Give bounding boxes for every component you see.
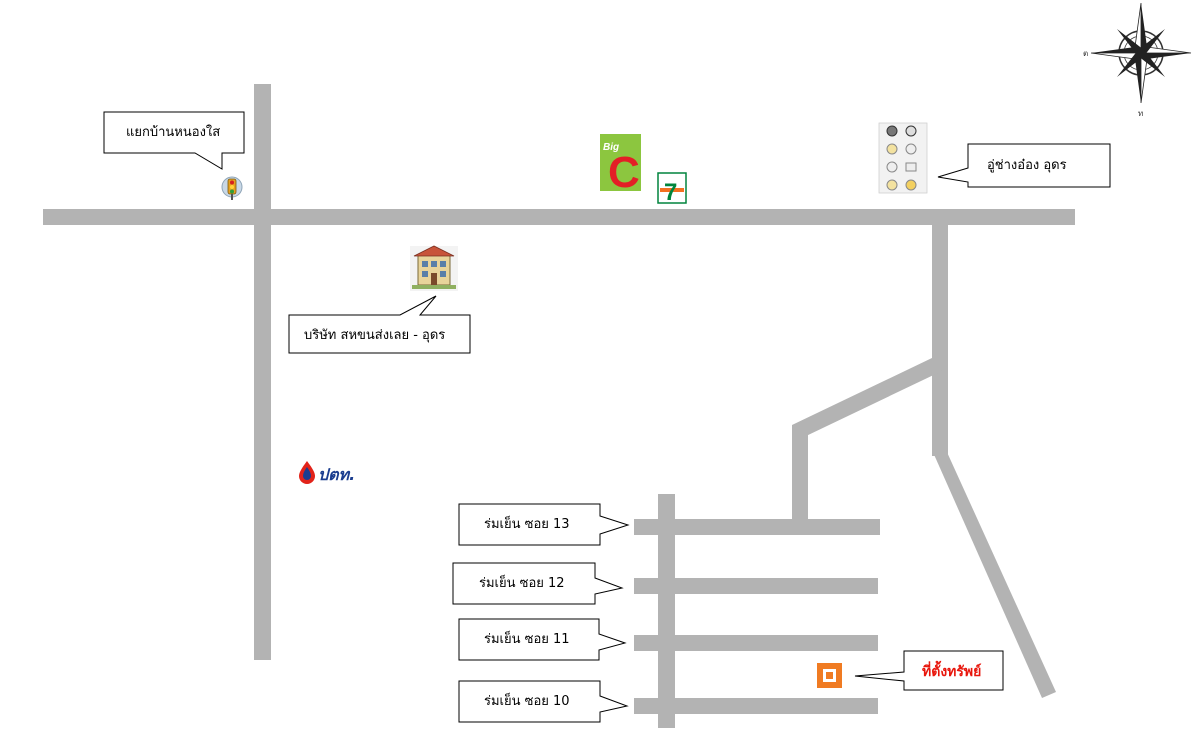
compass-west-mark: ต xyxy=(1083,49,1088,58)
left-vertical-road xyxy=(254,84,271,660)
building-icon xyxy=(410,245,458,291)
callout-soi-12: ร่มเย็น ซอย 12 xyxy=(452,562,624,605)
callout-soi-11: ร่มเย็น ซอย 11 xyxy=(458,618,627,661)
seven-numeral: 7 xyxy=(664,179,677,206)
callout-nong-sai-junction: แยกบ้านหนองใส xyxy=(103,111,245,170)
property-label: ที่ตั้งทรัพย์ xyxy=(922,660,981,680)
company-label: บริษัท สหขนส่งเลย - อุดร xyxy=(304,328,445,343)
tools-icon xyxy=(878,122,928,194)
main-road xyxy=(43,209,1075,225)
soi-11-label: ร่มเย็น ซอย 11 xyxy=(484,629,570,647)
callout-box xyxy=(854,650,1004,691)
soi-vertical-road xyxy=(658,494,675,728)
callout-garage: อู่ช่างอ๋อง อุดร xyxy=(937,143,1111,188)
callout-company: บริษัท สหขนส่งเลย - อุดร xyxy=(288,295,471,354)
callout-box xyxy=(937,143,1111,188)
ptt-logo: ปตท. xyxy=(299,461,355,484)
callout-soi-10: ร่มเย็น ซอย 10 xyxy=(458,680,629,723)
bigc-logo: Big C xyxy=(600,134,641,197)
soi-12-label: ร่มเย็น ซอย 12 xyxy=(479,573,565,591)
callout-soi-13: ร่มเย็น ซอย 13 xyxy=(458,503,630,546)
compass-south-mark: ท xyxy=(1138,109,1143,118)
bigc-word: Big xyxy=(603,142,619,153)
seven-eleven-logo: 7 xyxy=(657,172,687,206)
callout-box xyxy=(458,503,630,546)
soi-13-road xyxy=(634,519,880,535)
ptt-text: ปตท. xyxy=(318,465,355,484)
soi-11-road xyxy=(634,635,878,651)
callout-box xyxy=(458,680,629,723)
nong-sai-junction-label: แยกบ้านหนองใส xyxy=(126,124,220,140)
callout-box xyxy=(458,618,627,661)
callout-property: ที่ตั้งทรัพย์ xyxy=(854,650,1004,691)
garage-label: อู่ช่างอ๋อง อุดร xyxy=(987,158,1067,173)
road-network xyxy=(43,84,1075,728)
callout-box xyxy=(103,111,245,170)
compass-rose-icon: ต ท xyxy=(1083,2,1192,118)
square-marker-icon xyxy=(817,663,842,688)
diagonal-road xyxy=(932,450,1056,698)
right-vertical-road xyxy=(932,222,948,456)
callout-box xyxy=(452,562,624,605)
soi-10-road xyxy=(634,698,878,714)
soi-13-label: ร่มเย็น ซอย 13 xyxy=(484,514,570,532)
traffic-light-icon xyxy=(221,176,243,200)
soi-10-label: ร่มเย็น ซอย 10 xyxy=(484,691,570,709)
soi-12-road xyxy=(634,578,878,594)
bigc-letter: C xyxy=(608,148,640,197)
callout-box xyxy=(288,295,471,354)
connector-road xyxy=(792,356,942,520)
